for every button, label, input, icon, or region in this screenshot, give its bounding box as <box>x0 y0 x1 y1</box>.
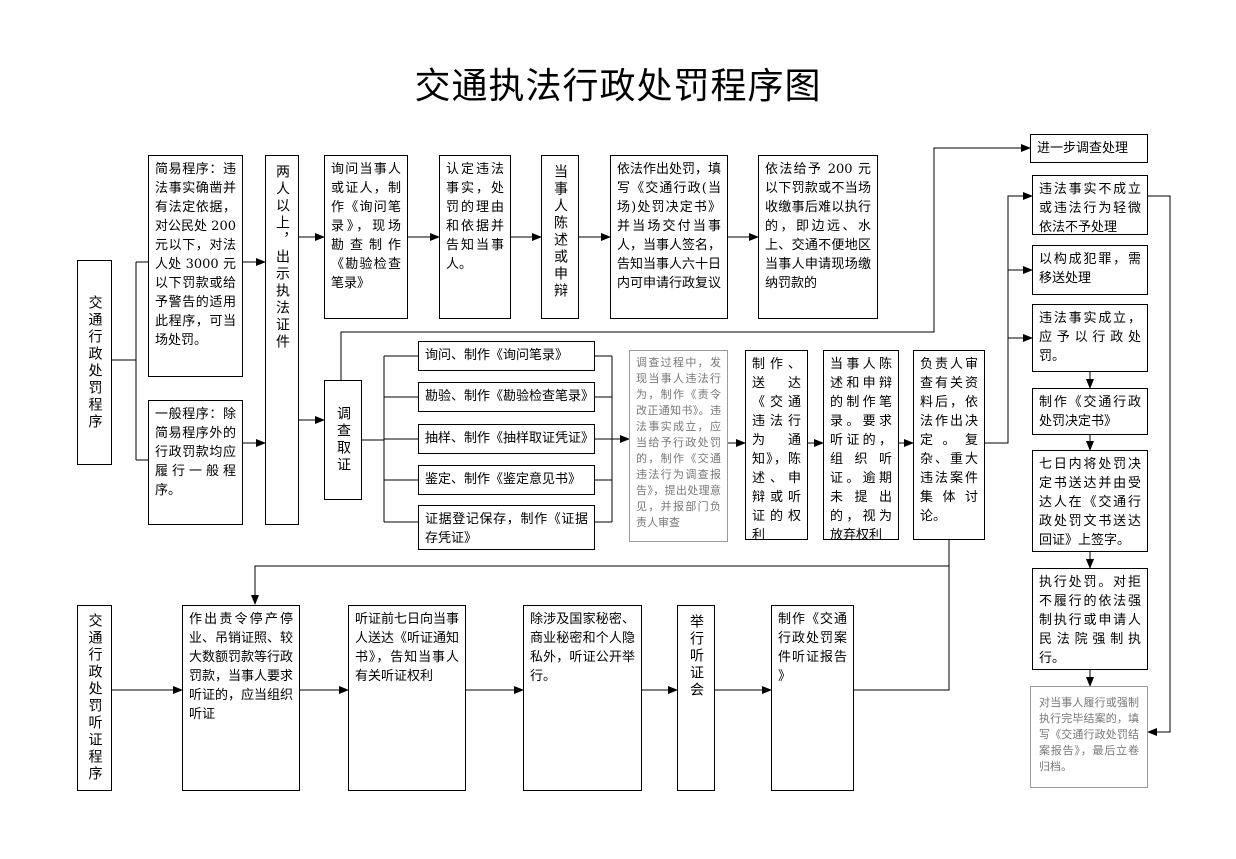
two-persons-box: 两人以上，出示执法证件 <box>265 155 299 525</box>
decide-penalty-box: 依法作出处罚，填写《交通行政(当场)处罚决定书》并当场交付当事人，当事人签名，告… <box>610 155 728 319</box>
party-defense-box: 当事人陈述和申辩的制作笔录。要求听证的，组织听证。逾期未提出的，视为放弃权利 <box>823 350 899 543</box>
party-statement-box: 当事人陈述或申辩 <box>541 155 579 319</box>
sub-sampling-record: 抽样、制作《抽样取证凭证》 <box>418 424 595 454</box>
fine-collection-box: 依法给予 200 元以下罚款或不当场收缴事后难以执行的，即边远、水上、交通不便地… <box>758 155 878 319</box>
general-procedure-box: 一般程序：除简易程序外的行政罚款均应履行一般程序。 <box>148 400 243 525</box>
sub-inquiry-record: 询问、制作《询问笔录》 <box>418 341 595 371</box>
execute-penalty-box: 执行处罚。对拒不履行的依法强制执行或申请人民法院强制执行。 <box>1032 568 1148 670</box>
sub-appraisal-record: 鉴定、制作《鉴定意见书》 <box>418 465 595 495</box>
seven-days-delivery-box: 七日内将处罚决定书送达并由受达人在《交通行政处罚文书送达回证》上签字。 <box>1032 450 1148 552</box>
investigate-box: 调查取证 <box>324 380 362 500</box>
close-case-box: 对当事人履行或强制执行完毕结案的，填写《交通行政处罚结案报告》，最后立卷归档。 <box>1030 686 1148 788</box>
hold-hearing-box: 举行听证会 <box>677 605 715 791</box>
hearing-procedure-label: 交通行政处罚听证程序 <box>77 605 112 791</box>
confirm-facts-box: 认定违法事实，处罚的理由和依据并告知当事人。 <box>439 155 511 319</box>
not-established-box: 违法事实不成立或违法行为轻微依法不予处理 <box>1032 175 1148 235</box>
hearing-notice-box: 听证前七日向当事人送达《听证通知书》，告知当事人有关听证权利 <box>348 605 466 791</box>
crime-transfer-box: 以构成犯罪，需移送处理 <box>1032 245 1148 295</box>
hearing-organize-box: 作出责令停产停业、吊销证照、较大数额罚款等行政罚款，当事人要求听证的，应当组织听… <box>182 605 300 791</box>
hearing-public-box: 除涉及国家秘密、商业秘密和个人隐私外，听证公开举行。 <box>523 605 642 791</box>
hearing-report-box: 制作《交通行政处罚案件听证报告 》 <box>771 605 854 791</box>
further-investigation-box: 进一步调查处理 <box>1030 134 1148 163</box>
inquire-box: 询问当事人或证人，制作《询问笔录》，现场勘查制作《勘验检查笔录》 <box>324 155 408 319</box>
page-title: 交通执法行政处罚程序图 <box>414 66 822 107</box>
deliver-notice-box: 制作、送达《交通违法行为通知》，陈述、申辩或听证的权利 <box>745 350 808 543</box>
main-procedure-label: 交通行政处罚程序 <box>77 260 112 465</box>
sub-evidence-storage: 证据登记保存，制作《证据存凭证》 <box>418 505 595 550</box>
simple-procedure-box: 简易程序：违法事实确凿并有法定依据，对公民处 200 元以下，对法人处 3000… <box>148 155 243 377</box>
investigation-note-box: 调查过程中，发现当事人违法行为，制作《责令改正通知书》。违法事实成立，应当给予行… <box>629 350 728 542</box>
make-decision-box: 制作《交通行政处罚决定书》 <box>1032 388 1148 435</box>
sub-inspection-record: 勘验、制作《勘验检查笔录》 <box>418 382 595 412</box>
established-box: 违法事实成立，应予以行政处罚。 <box>1032 304 1148 372</box>
leader-review-box: 负责人审查有关资料后，依法作出决定。复杂、重大违法案件集体讨论。 <box>913 350 985 540</box>
